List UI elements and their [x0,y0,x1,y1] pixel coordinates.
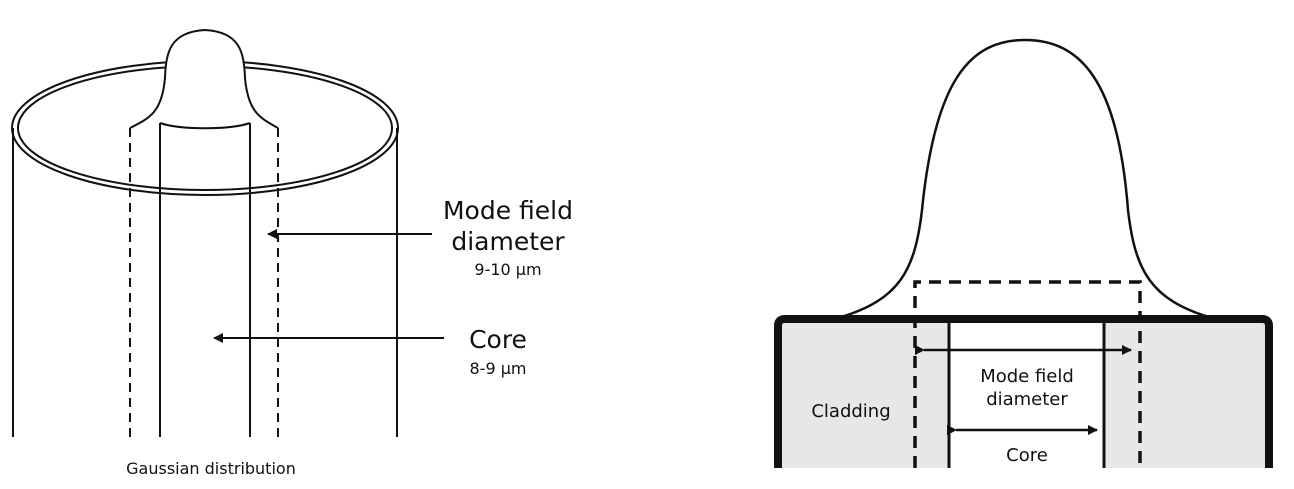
gaussian-bump [129,28,279,129]
gaussian-bump-fill [130,30,278,135]
right-mfd-label-line1: Mode field [980,366,1074,387]
left-mfd-label-line2: diameter [451,227,565,256]
cladding-outline [774,315,1273,468]
right-mfd-label-line2: diameter [986,389,1068,410]
left-mfd-label-line1: Mode field [443,196,573,225]
mfd-dashed-box [913,280,1142,468]
gaussian-curve [837,38,1213,320]
left-core-value: 8-9 µm [470,359,527,378]
cladding-label: Cladding [811,401,890,422]
left-fiber-diagram: Mode field diameter 9-10 µm Core 8-9 µm … [11,28,573,478]
core-top-curve [159,122,251,130]
right-fiber-diagram: Mode field diameter Core Cladding [774,38,1273,468]
right-core-label: Core [1006,445,1048,466]
left-mfd-value: 9-10 µm [474,260,541,279]
left-core-label: Core [469,325,527,354]
core-region [949,318,1104,468]
gaussian-caption: Gaussian distribution [126,459,296,478]
